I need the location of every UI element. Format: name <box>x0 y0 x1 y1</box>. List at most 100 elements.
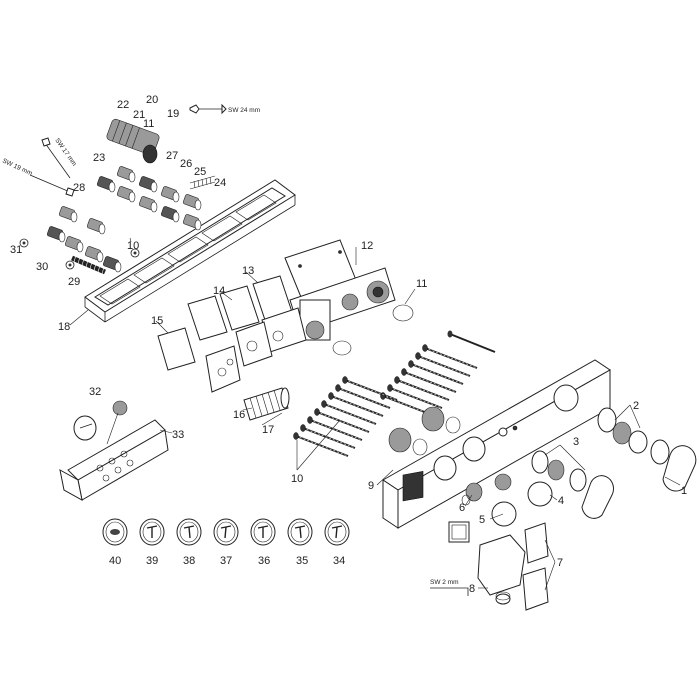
cartridge-set <box>388 406 461 456</box>
screw <box>321 400 377 425</box>
wrench-size-label-sw17: SW 17 mm <box>53 137 77 167</box>
valve-insert <box>138 176 158 193</box>
callout-38: 38 <box>183 555 195 567</box>
part-32 <box>73 400 128 441</box>
screw <box>293 432 349 457</box>
valve-insert <box>160 206 180 223</box>
callout-9: 9 <box>368 480 374 492</box>
callout-24: 24 <box>214 177 226 189</box>
valve-insert <box>86 218 106 235</box>
callout-16: 16 <box>233 409 245 421</box>
valve-insert <box>138 196 158 213</box>
screw <box>447 330 496 353</box>
valve-insert <box>46 226 66 243</box>
screw <box>342 376 398 401</box>
callout-labels: 1 2 3 4 5 6 7 8 9 10 10 11 11 12 13 14 1… <box>10 94 687 595</box>
callout-2: 2 <box>633 400 639 412</box>
callout-8: 8 <box>469 583 475 595</box>
distribution-manifold <box>59 419 169 501</box>
callout-3: 3 <box>573 436 579 448</box>
callout-28: 28 <box>73 182 85 194</box>
callout-32: 32 <box>89 386 101 398</box>
valve-insert <box>58 206 78 223</box>
callout-10-cartridge: 10 <box>127 240 139 252</box>
wrench-sw19 <box>29 174 75 197</box>
valve-insert <box>160 186 180 203</box>
button-cap <box>324 518 350 546</box>
screw <box>401 368 457 393</box>
callout-11-right: 11 <box>416 278 427 290</box>
callout-36: 36 <box>258 555 270 567</box>
wrench-sw17 <box>41 137 71 179</box>
shower-holder <box>477 522 549 611</box>
screw <box>422 344 478 369</box>
callout-27: 27 <box>166 150 178 162</box>
callout-33: 33 <box>172 429 184 441</box>
callout-35: 35 <box>296 555 308 567</box>
callout-37: 37 <box>220 555 232 567</box>
callout-18: 18 <box>58 321 70 333</box>
callout-6: 6 <box>459 502 465 514</box>
valve-insert <box>96 176 116 193</box>
screw <box>394 376 450 401</box>
extension-sleeve <box>243 387 290 421</box>
callout-11-top: 11 <box>143 118 154 130</box>
leader-lines <box>69 237 681 591</box>
button-caps <box>102 518 350 546</box>
screw <box>307 416 363 441</box>
threaded-rod <box>71 254 106 275</box>
o-ring <box>332 340 352 356</box>
front-cover-plate <box>382 359 611 529</box>
o-ring <box>392 304 414 322</box>
screw <box>415 352 471 377</box>
callout-14: 14 <box>213 285 225 297</box>
button-cap <box>213 518 239 546</box>
valve-inserts <box>19 166 202 275</box>
callout-31: 31 <box>10 244 22 256</box>
control-handles <box>461 407 697 527</box>
callout-10-screws: 10 <box>291 473 303 485</box>
spring-24 <box>189 175 216 190</box>
valve-insert <box>182 194 202 211</box>
button-cap <box>102 518 128 546</box>
wrench-size-label-sw2: SW 2 mm <box>430 579 459 586</box>
wrench-size-label-sw19: SW 19 mm <box>1 157 33 177</box>
callout-19: 19 <box>167 108 179 120</box>
callout-15: 15 <box>151 315 163 327</box>
seal-square <box>448 521 470 543</box>
callout-25: 25 <box>194 166 206 178</box>
callout-30: 30 <box>36 261 48 273</box>
callout-13: 13 <box>242 265 254 277</box>
allen-key-sw2 <box>430 587 469 596</box>
wrench-sw24 <box>189 103 227 115</box>
callout-34: 34 <box>333 555 345 567</box>
screw <box>387 384 443 409</box>
valve-insert <box>116 186 136 203</box>
cover-frame <box>84 179 296 323</box>
valve-insert <box>116 166 136 183</box>
screw <box>300 424 356 449</box>
callout-20: 20 <box>146 94 158 106</box>
valve-insert <box>64 236 84 253</box>
screw <box>335 384 391 409</box>
callout-22: 22 <box>117 99 129 111</box>
callout-12: 12 <box>361 240 373 252</box>
valve-module <box>205 267 396 393</box>
valve-insert <box>102 256 122 273</box>
valve-insert <box>182 214 202 231</box>
callout-17: 17 <box>262 424 274 436</box>
callout-21: 21 <box>133 109 145 121</box>
button-cap <box>176 518 202 546</box>
callout-26: 26 <box>180 158 192 170</box>
callout-1: 1 <box>681 485 687 497</box>
wrench-size-label-sw24: SW 24 mm <box>228 107 260 114</box>
button-cap <box>250 518 276 546</box>
screw <box>328 392 384 417</box>
callout-4: 4 <box>558 495 564 507</box>
callout-29: 29 <box>68 276 80 288</box>
callout-40: 40 <box>109 555 121 567</box>
valve-insert <box>84 246 104 263</box>
button-cap <box>287 518 313 546</box>
thermostat-cartridge <box>106 118 160 164</box>
